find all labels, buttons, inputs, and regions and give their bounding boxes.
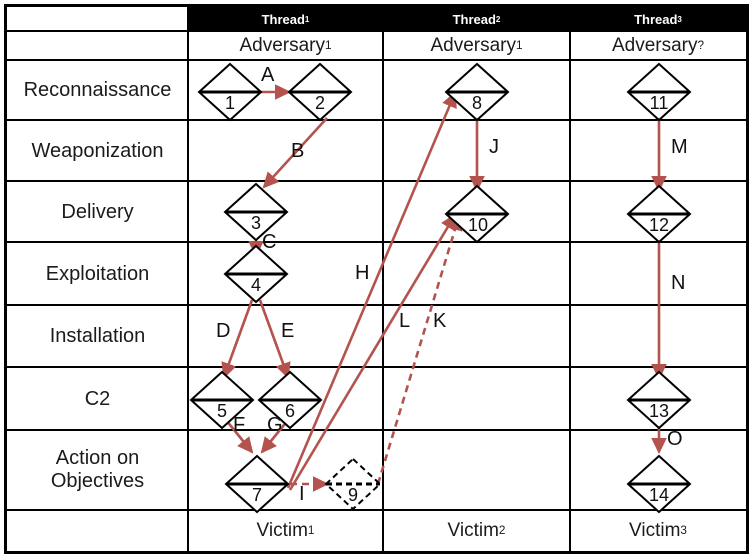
thread-1-sub: 1 <box>304 14 310 24</box>
node-label-1: 1 <box>224 93 235 113</box>
edge-K <box>376 214 463 485</box>
node-8[interactable] <box>444 62 510 122</box>
node-9[interactable] <box>324 457 382 511</box>
node-2[interactable] <box>287 62 353 122</box>
edge-label-K: K <box>433 310 447 332</box>
edge-label-D: D <box>216 320 231 342</box>
edge-label-H: H <box>355 262 370 284</box>
thread-3-sub: 3 <box>677 14 682 24</box>
node-10[interactable] <box>444 184 510 244</box>
edge-E <box>258 299 291 379</box>
victim-1-label: Victim <box>256 519 308 541</box>
edge-label-C: C <box>262 231 277 253</box>
edge-label-O: O <box>667 428 683 450</box>
node-label-12: 12 <box>648 215 670 235</box>
edge-H <box>286 91 457 489</box>
edge-G <box>260 419 290 454</box>
edge-D <box>221 299 254 379</box>
node-14[interactable] <box>626 454 692 514</box>
node-label-14: 14 <box>648 485 670 505</box>
adversary-3-label: Adversary <box>611 34 698 56</box>
node-label-13: 13 <box>648 401 670 421</box>
grid-lines <box>7 7 746 551</box>
phase-label-reconnaissance: Reconnaissance <box>23 79 172 101</box>
node-12[interactable] <box>626 184 692 244</box>
edge-label-B: B <box>291 140 305 162</box>
node-3[interactable] <box>223 182 289 242</box>
edge-label-E: E <box>281 320 295 342</box>
adversary-2-sub: 1 <box>515 39 523 52</box>
node-label-8: 8 <box>471 93 482 113</box>
thread-2-sub: 2 <box>495 14 501 24</box>
phase-label-c2: C2 <box>84 387 111 410</box>
edge-layer <box>221 84 667 492</box>
edge-label-F: F <box>233 414 246 436</box>
victim-3-label: Victim <box>629 519 681 541</box>
edge-label-L: L <box>399 310 411 332</box>
victim-2-sub: 2 <box>498 524 506 537</box>
node-label-6: 6 <box>284 401 295 421</box>
edge-label-A: A <box>261 64 275 86</box>
edge-label-I: I <box>299 483 305 505</box>
adversary-1-sub: 1 <box>324 39 332 52</box>
phase-label-delivery: Delivery <box>61 200 134 223</box>
victim-1-sub: 1 <box>307 524 315 537</box>
node-label-4: 4 <box>250 275 261 295</box>
node-7[interactable] <box>224 454 290 514</box>
thread-2-label: Thread <box>452 11 496 27</box>
edge-L <box>288 213 457 491</box>
edge-F <box>224 419 254 454</box>
node-label-10: 10 <box>467 215 489 235</box>
edge-label-J: J <box>489 136 499 158</box>
node-label-5: 5 <box>216 401 227 421</box>
adversary-cell-3: Adversary? <box>570 31 746 60</box>
phase-label-installation: Installation <box>49 325 146 347</box>
node-label-2: 2 <box>314 93 325 113</box>
node-4[interactable] <box>223 244 289 304</box>
phase-label-exploitation: Exploitation <box>45 262 150 285</box>
node-layer <box>189 62 692 514</box>
phase-label-weaponization: Weaponization <box>31 139 164 162</box>
node-label-11: 11 <box>649 93 669 113</box>
victim-2-label: Victim <box>447 519 499 541</box>
node-11[interactable] <box>626 62 692 122</box>
edge-label-G: G <box>267 414 283 436</box>
victim-3-sub: 3 <box>680 524 687 537</box>
header-band <box>188 7 746 31</box>
thread-3-label: Thread <box>634 11 678 27</box>
node-5[interactable] <box>189 370 255 430</box>
phase-label-action-on-objectives: Action on Objectives <box>50 447 145 492</box>
node-1[interactable] <box>197 62 263 122</box>
node-label-7: 7 <box>251 485 262 505</box>
adversary-2-label: Adversary <box>430 34 516 56</box>
thread-1-label: Thread <box>261 11 305 27</box>
edge-label-M: M <box>671 136 688 158</box>
adversary-3-sub: ? <box>697 39 705 52</box>
node-13[interactable] <box>626 370 692 430</box>
node-label-9: 9 <box>347 485 358 505</box>
adversary-1-label: Adversary <box>239 34 325 56</box>
node-label-3: 3 <box>250 213 261 233</box>
edge-B <box>262 117 328 189</box>
node-6[interactable] <box>257 370 323 430</box>
edge-label-N: N <box>671 272 686 294</box>
